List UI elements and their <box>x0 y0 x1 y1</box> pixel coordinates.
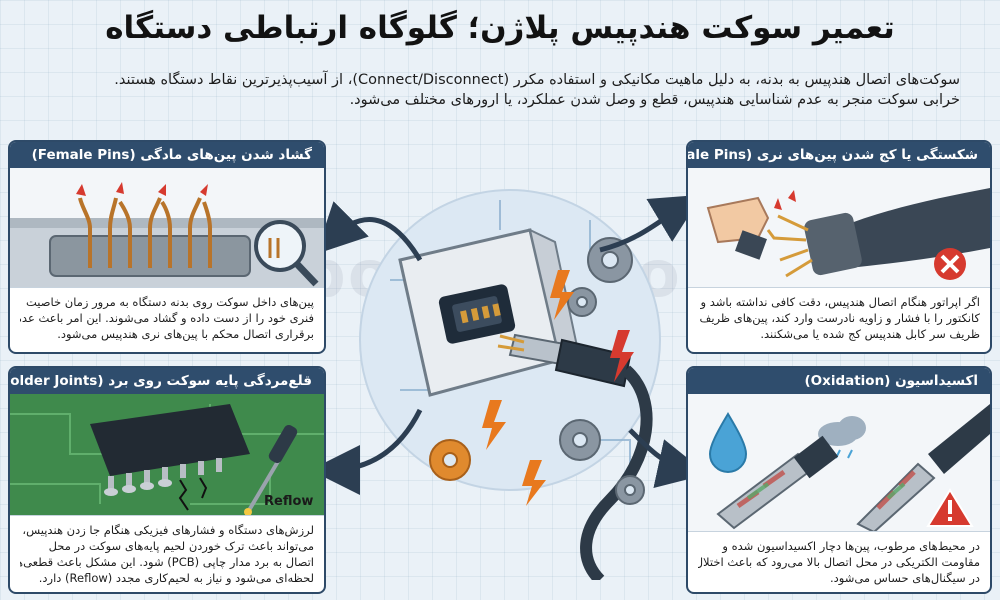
panel-text-oxidation: در محیط‌های مرطوب، پین‌ها دچار اکسیداسیو… <box>688 532 990 592</box>
oxidation-illustration <box>688 394 990 532</box>
intro-text: سوکت‌های اتصال هندپیس به بدنه، به دلیل م… <box>40 70 960 110</box>
center-illustration <box>359 189 661 580</box>
oxidation-line-1: در محیط‌های مرطوب، پین‌ها دچار اکسیداسیو… <box>722 539 980 553</box>
panel-header-cold-solder: قلع‌مردگی پایه سوکت روی برد (Cold Solder… <box>10 368 324 394</box>
magnifier-icon <box>254 220 319 287</box>
reflow-label: Reflow <box>264 494 314 509</box>
male-pins-line-3: ظریف سر کابل هندپیس کج شده یا می‌شکنند. <box>760 327 980 341</box>
female-pins-line-1: پین‌های داخل سوکت روی بدنه دستگاه به مرو… <box>26 295 314 309</box>
panel-female-pins: گشاد شدن پین‌های مادگی (Female Pins) <box>8 140 326 354</box>
panel-header-oxidation: اکسیداسیون (Oxidation) <box>688 368 990 394</box>
panel-header-male-pins: شکستگی یا کج شدن پین‌های نری (Male Pins) <box>688 142 990 168</box>
hand-icon <box>706 196 770 244</box>
warning-triangle-icon <box>926 488 974 527</box>
handpiece-plug <box>497 333 653 580</box>
oxidation-line-2: مقاومت الکتریکی در محل اتصال بالا می‌رود… <box>698 555 980 569</box>
panel-text-female-pins: پین‌های داخل سوکت روی بدنه دستگاه به مرو… <box>10 288 324 348</box>
male-pins-illustration <box>688 168 990 288</box>
intro-line-1: سوکت‌های اتصال هندپیس به بدنه، به دلیل م… <box>114 72 960 88</box>
danger-x-icon <box>934 248 966 280</box>
female-pins-line-2: فنری خود را از دست داده و گشاد می‌شوند. … <box>20 311 314 325</box>
panel-text-cold-solder: لرزش‌های دستگاه و فشارهای فیزیکی هنگام ج… <box>10 516 324 592</box>
lightning-icon <box>482 270 634 506</box>
panel-male-pins: شکستگی یا کج شدن پین‌های نری (Male Pins) <box>686 140 992 354</box>
panel-cold-solder: قلع‌مردگی پایه سوکت روی برد (Cold Solder… <box>8 366 326 594</box>
panel-oxidation: اکسیداسیون (Oxidation) <box>686 366 992 594</box>
intro-line-2: خرابی سوکت منجر به عدم شناسایی هندپیس، ق… <box>349 92 960 108</box>
oxidation-line-3: در سیگنال‌های حساس می‌شود. <box>829 571 980 585</box>
oxidized-plug-right <box>856 404 990 531</box>
cold-solder-line-4: لحظه‌ای می‌شود و نیاز به لحیم‌کاری مجدد … <box>38 571 314 585</box>
female-pins-illustration <box>10 168 324 288</box>
water-drop-icon <box>708 412 748 473</box>
oxidized-plug-left <box>716 435 839 530</box>
cold-solder-line-2: می‌تواند باعث ترک خوردن لحیم پایه‌های سو… <box>48 539 314 553</box>
rain-cloud-icon <box>818 416 866 459</box>
cold-solder-line-3: اتصال به برد مدار چاپی (PCB) شود. این مش… <box>20 555 314 569</box>
female-pins-line-3: برقراری اتصال محکم با پین‌های نری هندپیس… <box>57 327 314 341</box>
male-pins-line-2: کانکتور را با فشار و زاویه نادرست وارد ک… <box>699 311 980 325</box>
panel-header-female-pins: گشاد شدن پین‌های مادگی (Female Pins) <box>10 142 324 168</box>
page-title: تعمیر سوکت هندپیس پلاژن؛ گلوگاه ارتباطی … <box>105 10 895 46</box>
cold-solder-line-1: لرزش‌های دستگاه و فشارهای فیزیکی هنگام ج… <box>22 523 314 537</box>
panel-text-male-pins: اگر اپراتور هنگام اتصال هندپیس، دقت کافی… <box>688 288 990 348</box>
soldering-iron-icon <box>244 425 298 515</box>
male-pins-line-1: اگر اپراتور هنگام اتصال هندپیس، دقت کافی… <box>700 295 980 309</box>
cold-solder-illustration: Reflow <box>10 394 324 516</box>
gear-icon <box>429 439 471 481</box>
